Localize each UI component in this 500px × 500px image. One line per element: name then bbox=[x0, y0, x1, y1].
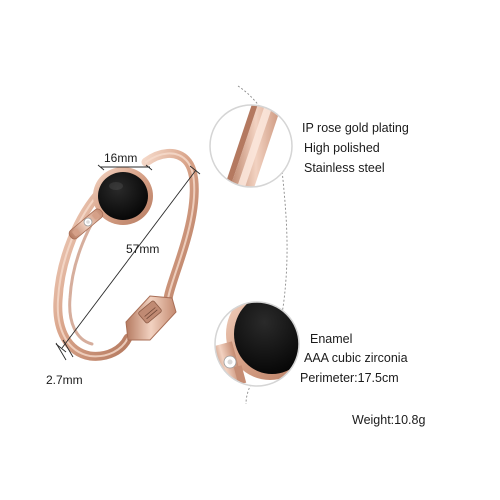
feature-plating: IP rose gold plating bbox=[302, 121, 409, 135]
feature-enamel: Enamel bbox=[310, 332, 353, 346]
enamel-disc bbox=[93, 167, 153, 225]
feature-material: Stainless steel bbox=[304, 161, 385, 175]
zoom-band-circle bbox=[209, 104, 293, 188]
hinge-clasp bbox=[125, 295, 177, 341]
feature-polish: High polished bbox=[304, 141, 380, 155]
dimension-thickness-label: 2.7mm bbox=[46, 373, 83, 387]
feature-zirconia: AAA cubic zirconia bbox=[304, 351, 408, 365]
dimension-length-label: 57mm bbox=[126, 242, 160, 256]
zoom-enamel-circle bbox=[214, 301, 300, 387]
feature-perimeter: Perimeter:17.5cm bbox=[300, 371, 399, 385]
weight-label: Weight:10.8g bbox=[352, 413, 426, 427]
dashed-connector bbox=[237, 85, 288, 405]
dimension-width-label: 16mm bbox=[104, 151, 138, 165]
dimension-width-line bbox=[97, 164, 153, 171]
dimension-thickness-line bbox=[55, 339, 74, 361]
